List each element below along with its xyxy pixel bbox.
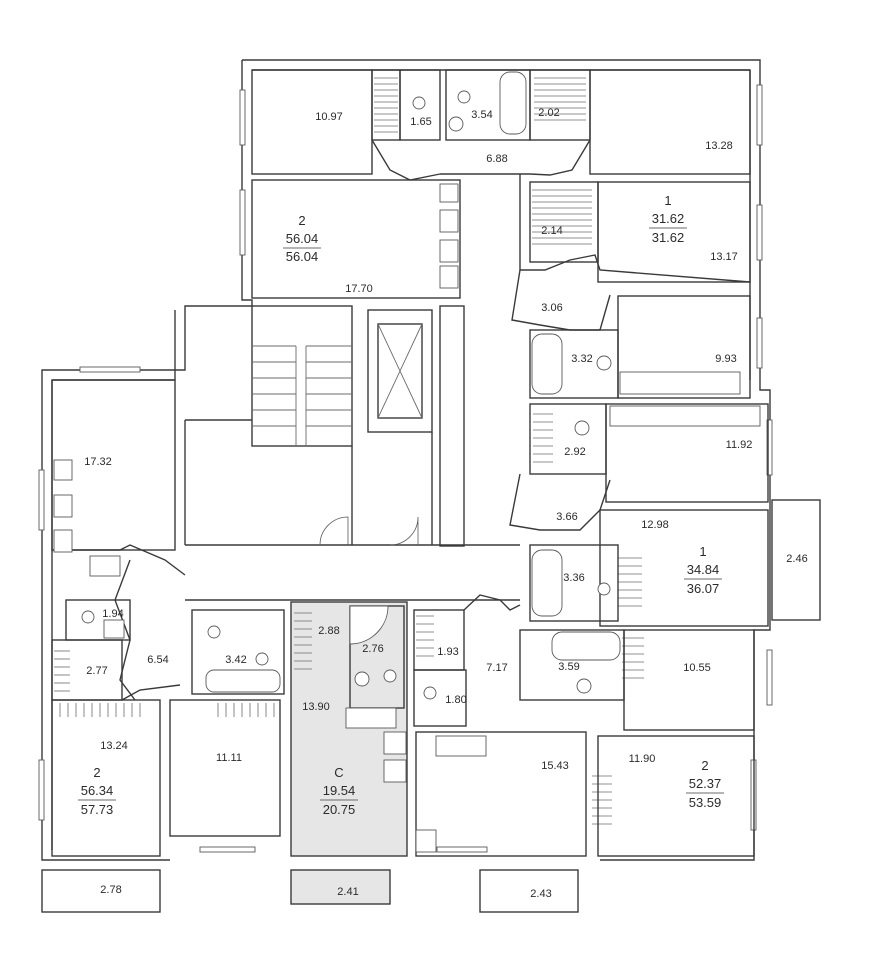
apartment-a2-area: 31.62 — [652, 211, 685, 226]
apartment-a2-area-full: 31.62 — [652, 230, 685, 245]
room-area-r26: 10.55 — [683, 662, 711, 674]
room-area-r29: 3.42 — [225, 654, 246, 666]
apartment-a5-area-full: 20.75 — [323, 802, 356, 817]
right-rooms — [509, 174, 821, 857]
room-area-r21: 2.88 — [318, 625, 339, 637]
room-area-r16: 3.66 — [556, 511, 577, 523]
room-area-r20: 1.94 — [102, 608, 123, 620]
room-area-r6: 13.28 — [705, 140, 733, 152]
room-area-r23: 1.93 — [437, 646, 458, 658]
fixtures — [53, 71, 761, 853]
apartment-a4-area-full: 57.73 — [81, 802, 114, 817]
room-area-r11: 3.32 — [571, 353, 592, 365]
highlighted-balcony-fill — [291, 870, 390, 904]
apartment-a6-area: 52.37 — [689, 776, 722, 791]
room-area-r22: 2.76 — [362, 643, 383, 655]
room-area-r31: 1.80 — [445, 694, 466, 706]
apartment-a6-rooms: 2 — [701, 758, 708, 773]
apartment-a4-rooms: 2 — [93, 765, 100, 780]
room-area-r37: 2.41 — [337, 886, 358, 898]
room-area-labels: 10.97 1.65 3.54 2.02 6.88 13.28 17.70 2.… — [84, 107, 807, 900]
room-area-r18: 2.46 — [786, 553, 807, 565]
room-area-r28: 2.77 — [86, 665, 107, 677]
apartment-a2-rooms: 1 — [664, 193, 671, 208]
apartment-a1-area: 56.04 — [286, 231, 319, 246]
room-area-r17: 12.98 — [641, 519, 669, 531]
apartment-a1-area-full: 56.04 — [286, 249, 319, 264]
room-area-r12: 9.93 — [715, 353, 736, 365]
room-area-r34: 15.43 — [541, 760, 569, 772]
top-rooms — [251, 69, 751, 299]
room-area-r24: 7.17 — [486, 662, 507, 674]
hatch-blocks — [54, 77, 644, 825]
room-area-r32: 13.24 — [100, 740, 128, 752]
room-area-r10: 3.06 — [541, 302, 562, 314]
apartment-a3-area: 34.84 — [687, 562, 720, 577]
room-area-r2: 1.65 — [410, 116, 431, 128]
room-area-r3: 3.54 — [471, 109, 492, 121]
room-area-r33: 11.11 — [216, 752, 242, 764]
highlighted-apartment-fill — [291, 602, 407, 856]
apartment-a1-rooms: 2 — [298, 213, 305, 228]
room-area-r7: 17.70 — [345, 283, 373, 295]
room-area-r36: 2.78 — [100, 884, 121, 896]
left-rooms — [41, 379, 285, 913]
room-area-r5: 6.88 — [486, 153, 507, 165]
apartment-labels: 2 56.04 56.04 1 31.62 31.62 1 34.84 36.0… — [78, 193, 724, 817]
room-area-r13: 17.32 — [84, 456, 112, 468]
stair-core — [184, 305, 520, 601]
room-area-r30: 13.90 — [302, 701, 330, 713]
room-area-r8: 2.14 — [541, 225, 562, 237]
room-area-r35: 11.90 — [629, 753, 656, 765]
room-area-r25: 3.59 — [558, 661, 579, 673]
apartment-a5-rooms: C — [334, 765, 343, 780]
room-area-r38: 2.43 — [530, 888, 551, 900]
room-area-r14: 2.92 — [564, 446, 585, 458]
apartment-a6-area-full: 53.59 — [689, 795, 722, 810]
room-area-r19: 3.36 — [563, 572, 584, 584]
apartment-a5-area: 19.54 — [323, 783, 356, 798]
room-area-r15: 11.92 — [726, 439, 753, 451]
room-area-r27: 6.54 — [147, 654, 168, 666]
room-area-r4: 2.02 — [538, 107, 559, 119]
apartment-a3-area-full: 36.07 — [687, 581, 720, 596]
apartment-a3-rooms: 1 — [699, 544, 706, 559]
room-area-r9: 13.17 — [710, 251, 738, 263]
room-area-r1: 10.97 — [315, 111, 343, 123]
apartment-a4-area: 56.34 — [81, 783, 114, 798]
